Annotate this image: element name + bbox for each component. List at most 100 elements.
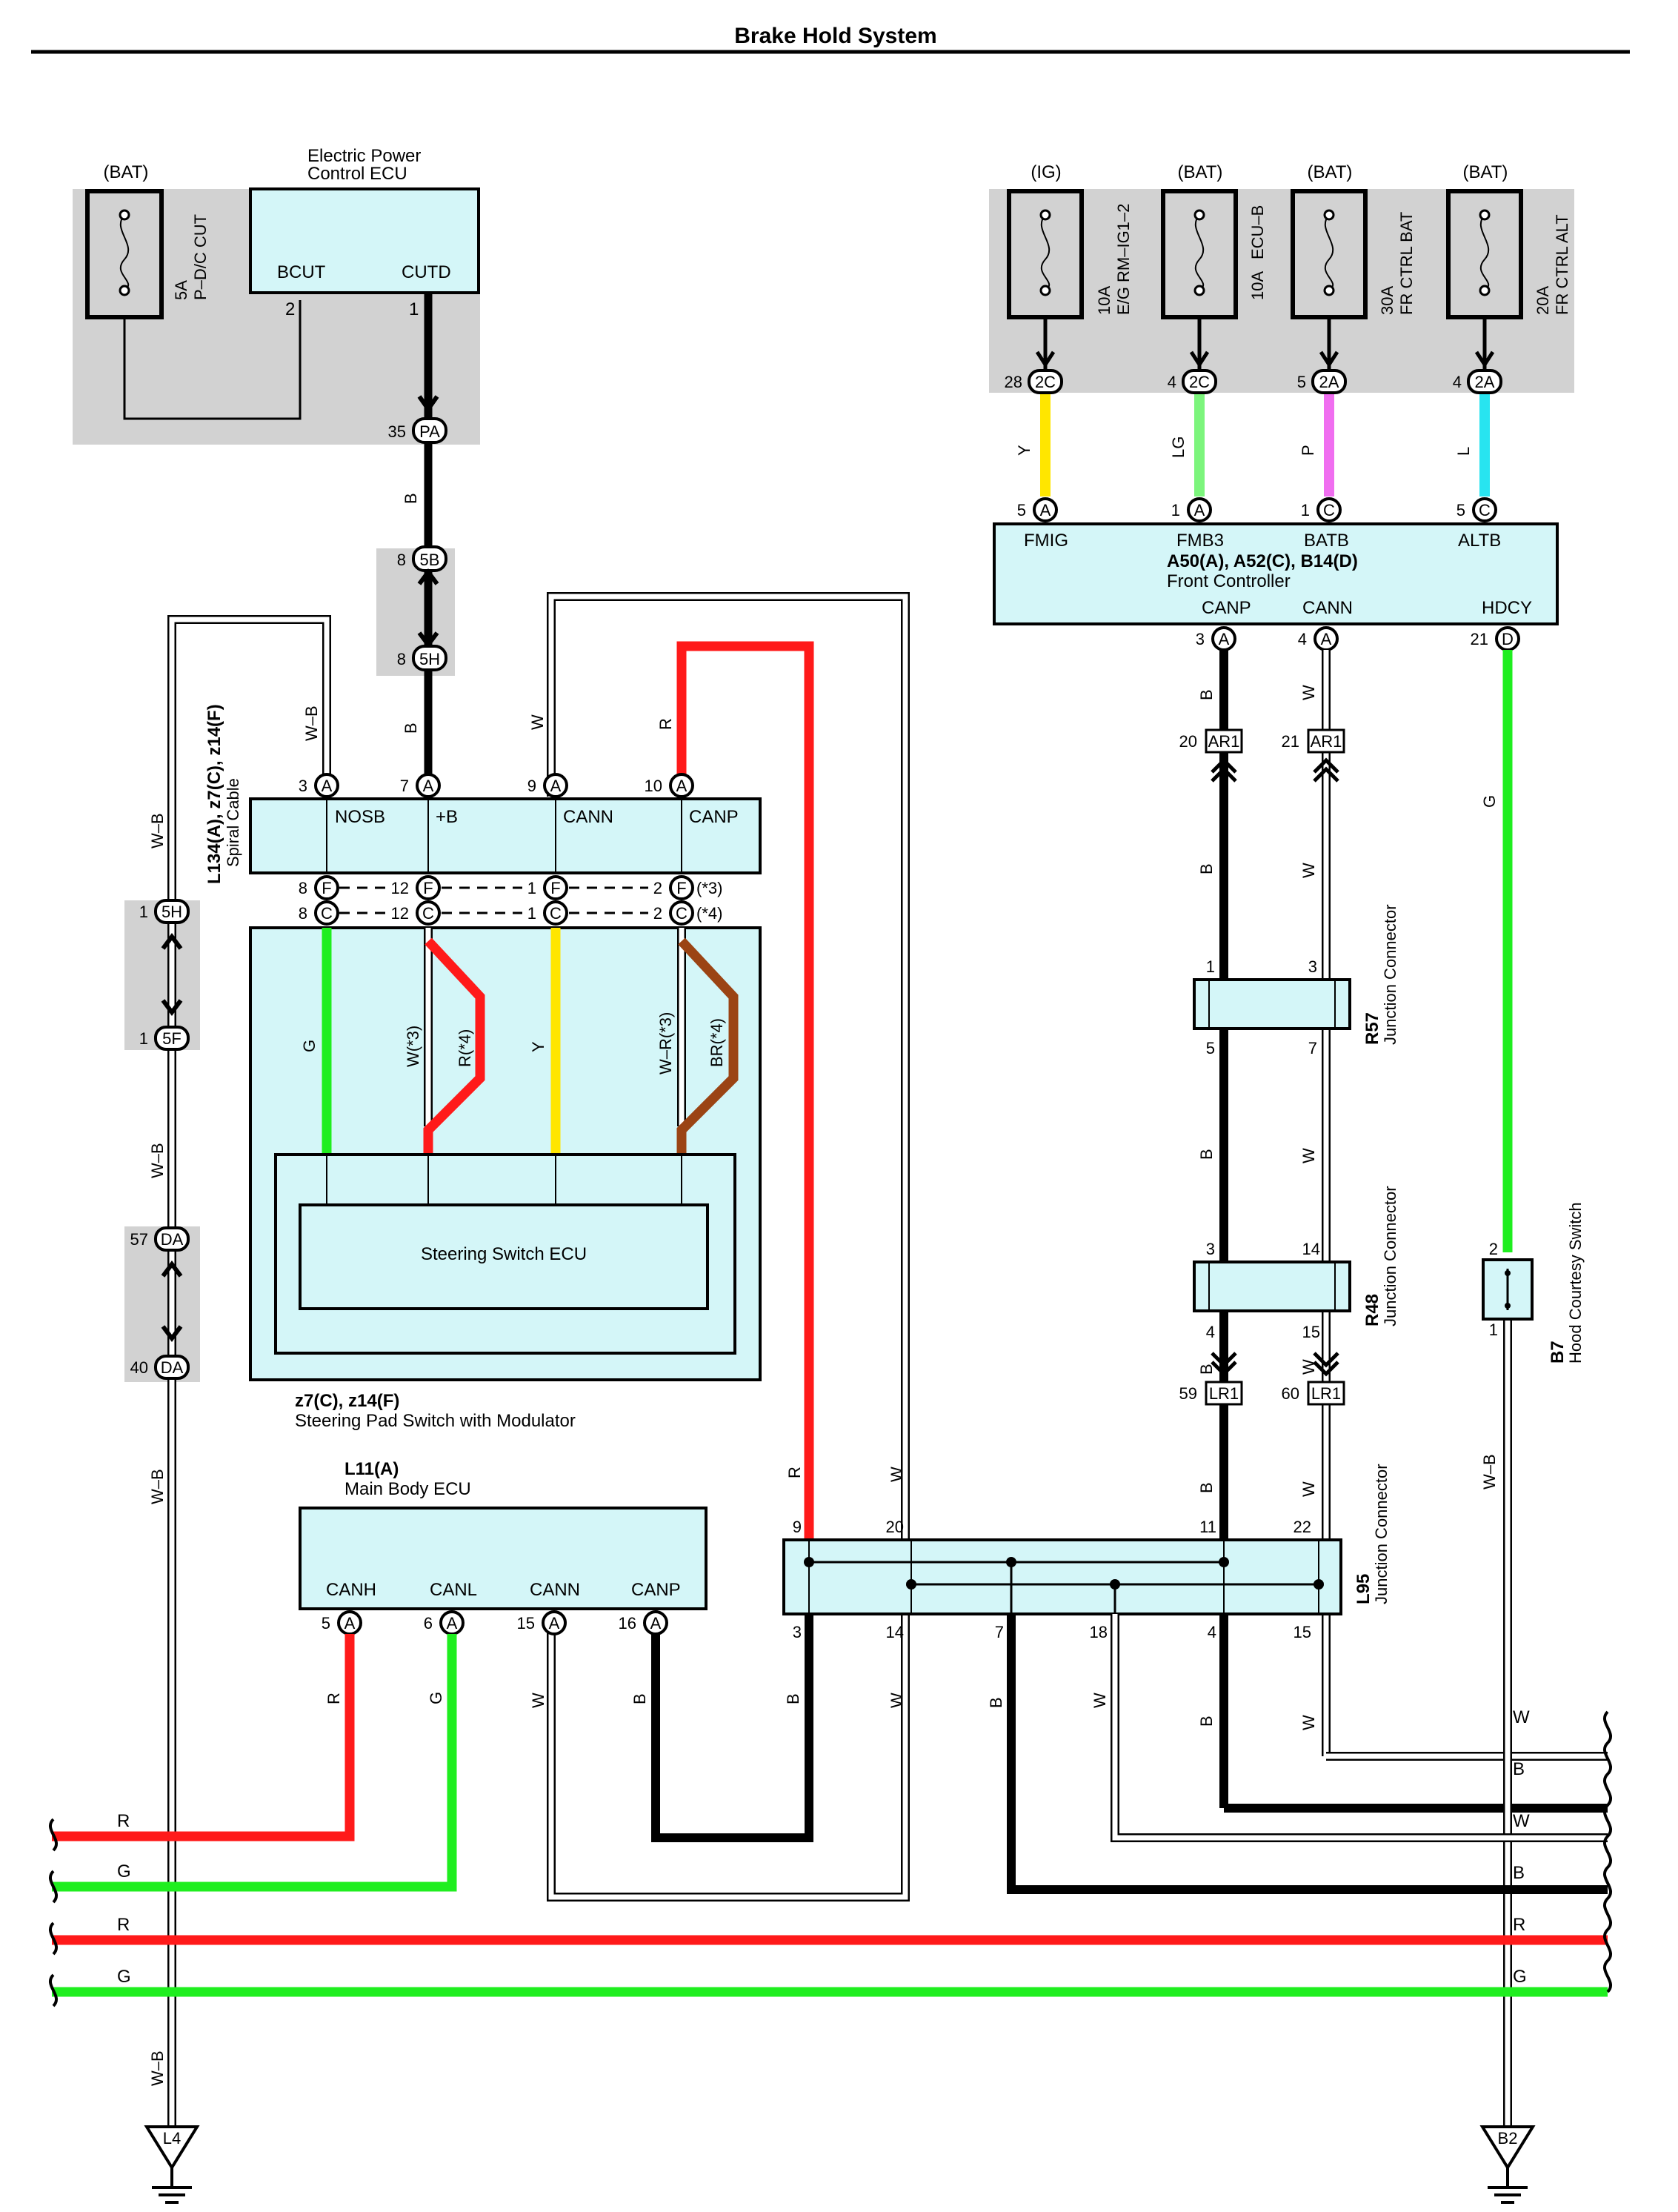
svg-text:B: B xyxy=(1197,1482,1216,1493)
svg-text:D: D xyxy=(1502,630,1514,648)
svg-text:A: A xyxy=(322,777,333,795)
front-controller: FMIG FMB3 BATB ALTB A50(A), A52(C), B14(… xyxy=(993,497,1559,651)
svg-text:5H: 5H xyxy=(419,650,440,668)
svg-text:5: 5 xyxy=(1206,1039,1215,1057)
svg-text:C: C xyxy=(422,904,434,923)
steering-pad-switch: G W(*3) R(*4) Y W–R(*3) BR(*4) Steering … xyxy=(249,926,762,1431)
svg-text:FR CTRL ALT: FR CTRL ALT xyxy=(1553,214,1571,315)
svg-text:B: B xyxy=(1197,689,1216,700)
svg-text:20A: 20A xyxy=(1534,286,1552,315)
svg-text:FR CTRL BAT: FR CTRL BAT xyxy=(1397,212,1416,315)
svg-text:F: F xyxy=(423,879,433,897)
svg-text:B: B xyxy=(402,493,420,504)
ground-l4: L4 xyxy=(144,2125,200,2204)
svg-text:A: A xyxy=(1219,630,1230,648)
svg-text:B7: B7 xyxy=(1548,1341,1568,1364)
svg-text:3: 3 xyxy=(299,777,307,795)
svg-text:B: B xyxy=(1513,1759,1525,1779)
svg-text:3: 3 xyxy=(1308,957,1317,976)
hood-courtesy-switch: 2 1 B7 Hood Courtesy Switch xyxy=(1482,1202,1585,1364)
svg-text:59: 59 xyxy=(1179,1384,1197,1403)
svg-text:W: W xyxy=(1299,685,1318,700)
svg-text:11: 11 xyxy=(1199,1518,1216,1536)
svg-text:W: W xyxy=(1513,1811,1530,1831)
svg-text:Electric Power: Electric Power xyxy=(307,146,421,166)
svg-text:4: 4 xyxy=(1453,373,1462,391)
svg-text:W–B: W–B xyxy=(148,813,167,848)
svg-text:A: A xyxy=(447,1614,458,1633)
can-bus-lines: R G R G xyxy=(48,1710,1613,2007)
epc-ecu: Electric Power Control ECU BCUT CUTD 2 1 xyxy=(249,146,480,319)
svg-text:12: 12 xyxy=(391,904,409,923)
svg-text:W: W xyxy=(1299,1481,1318,1497)
svg-text:(*3): (*3) xyxy=(696,879,722,897)
connector-PA: PA 35 xyxy=(388,417,447,444)
svg-text:L95: L95 xyxy=(1354,1574,1374,1604)
svg-text:W–R(*3): W–R(*3) xyxy=(656,1012,675,1075)
svg-text:2A: 2A xyxy=(1319,373,1339,391)
svg-text:12: 12 xyxy=(391,879,409,897)
svg-text:60: 60 xyxy=(1282,1384,1299,1403)
svg-text:1: 1 xyxy=(527,879,536,897)
svg-text:14: 14 xyxy=(886,1623,904,1641)
connector-row-f: F8 F12 F1 F2 (*3) xyxy=(299,875,722,900)
svg-text:Main Body ECU: Main Body ECU xyxy=(344,1479,471,1499)
wire-pdc-loop xyxy=(123,300,302,420)
svg-text:7: 7 xyxy=(1308,1039,1317,1057)
svg-text:2: 2 xyxy=(653,904,662,923)
svg-text:Hood Courtesy Switch: Hood Courtesy Switch xyxy=(1566,1202,1585,1364)
svg-text:W: W xyxy=(528,714,547,730)
svg-text:21: 21 xyxy=(1282,732,1299,751)
svg-text:40: 40 xyxy=(130,1358,148,1377)
svg-text:CANN: CANN xyxy=(530,1580,580,1600)
svg-text:CANP: CANP xyxy=(1202,598,1251,618)
svg-text:20: 20 xyxy=(886,1518,904,1536)
svg-text:AR1: AR1 xyxy=(1311,732,1342,751)
ground-b2: B2 xyxy=(1479,2125,1536,2204)
svg-text:R: R xyxy=(1513,1915,1525,1935)
svg-text:G: G xyxy=(427,1692,445,1704)
svg-text:Control ECU: Control ECU xyxy=(307,164,407,184)
svg-text:A: A xyxy=(550,777,562,795)
svg-text:4: 4 xyxy=(1208,1623,1216,1641)
svg-text:15: 15 xyxy=(517,1614,535,1633)
connectors-left-chain: 5H 1 5F 1 DA 57 DA 40 xyxy=(130,899,190,1380)
svg-text:22: 22 xyxy=(1294,1518,1311,1536)
svg-text:15: 15 xyxy=(1302,1323,1320,1341)
connectors-2C-2A: 2C 28 2C 4 2A 5 2A 4 xyxy=(1005,369,1502,394)
svg-text:W: W xyxy=(888,1693,906,1708)
svg-text:8: 8 xyxy=(397,551,406,569)
svg-text:BCUT: BCUT xyxy=(277,262,326,282)
svg-text:3: 3 xyxy=(793,1623,802,1641)
svg-text:L4: L4 xyxy=(163,2129,181,2148)
wires-l95-bottom: W W B W W B W B xyxy=(888,1467,1608,1894)
connectors-LR1: LR1 59 LR1 60 xyxy=(1179,1352,1345,1406)
svg-text:4: 4 xyxy=(1168,373,1176,391)
svg-text:10A: 10A xyxy=(1248,271,1267,300)
svg-text:7: 7 xyxy=(400,777,409,795)
svg-text:R: R xyxy=(785,1467,804,1478)
svg-text:10: 10 xyxy=(645,777,662,795)
svg-text:CANN: CANN xyxy=(1302,598,1353,618)
svg-text:L: L xyxy=(1454,447,1473,456)
svg-text:P: P xyxy=(1299,445,1317,456)
wires-main-body: R G W B B R G xyxy=(52,1614,813,1892)
svg-text:Front Controller: Front Controller xyxy=(1167,571,1291,591)
svg-text:(BAT): (BAT) xyxy=(104,162,149,182)
svg-text:5A: 5A xyxy=(172,280,190,300)
connector-5H-top: 5H 8 xyxy=(397,645,447,671)
svg-text:3: 3 xyxy=(1206,1240,1215,1258)
svg-text:9: 9 xyxy=(793,1518,802,1536)
svg-text:C: C xyxy=(550,904,562,923)
svg-text:5: 5 xyxy=(322,1614,330,1633)
svg-text:A: A xyxy=(549,1614,560,1633)
svg-text:5B: 5B xyxy=(420,551,440,569)
svg-text:Spiral Cable: Spiral Cable xyxy=(224,778,242,867)
svg-text:1: 1 xyxy=(1206,957,1215,976)
svg-text:P–D/C CUT: P–D/C CUT xyxy=(191,214,210,300)
svg-text:3: 3 xyxy=(1196,630,1205,648)
svg-text:16: 16 xyxy=(619,1614,636,1633)
svg-text:A: A xyxy=(1321,630,1332,648)
svg-text:G: G xyxy=(300,1040,319,1052)
svg-text:A: A xyxy=(344,1614,356,1633)
